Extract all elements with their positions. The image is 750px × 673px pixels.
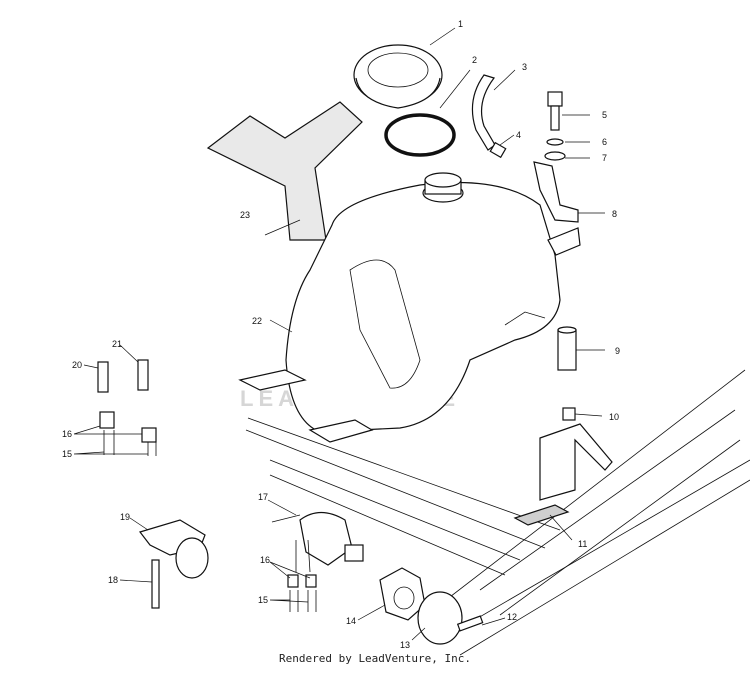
callout-8: 8 [612,209,617,219]
neck-assembly [379,567,484,645]
footer-credit: Rendered by LeadVenture, Inc. [278,652,472,665]
foam-pad [206,101,363,241]
callout-18: 18 [108,575,118,585]
callout-15b: 15 [258,595,268,605]
vent-hose [471,74,507,159]
lower-lines [287,574,317,612]
spacer [557,326,577,421]
callout-10: 10 [609,412,619,422]
callout-4: 4 [516,130,521,140]
o-ring [384,113,456,157]
callout-3: 3 [522,62,527,72]
fuel-tank [285,172,561,433]
tank-tabs [238,369,374,443]
callout-1: 1 [458,19,463,29]
callout-5: 5 [602,110,607,120]
callout-23: 23 [240,210,250,220]
callout-11: 11 [578,539,587,549]
mount-hardware [533,91,581,256]
callout-labels: 1 2 3 4 5 6 7 8 9 10 11 12 13 14 15 15 1… [62,19,620,650]
callout-14: 14 [346,616,356,626]
callout-15a: 15 [62,449,72,459]
fuel-valve [271,511,364,573]
frame-rails [245,369,750,656]
left-fittings [97,359,157,456]
callout-16b: 16 [260,555,270,565]
decal [513,504,570,526]
callout-2: 2 [472,55,477,65]
leader-lines [73,27,605,641]
callout-13: 13 [400,640,410,650]
callout-6: 6 [602,137,607,147]
callout-12: 12 [507,612,517,622]
frame-bracket [539,423,613,501]
callout-17: 17 [258,492,268,502]
gas-cap [353,44,443,109]
callout-16a: 16 [62,429,72,439]
callout-7: 7 [602,153,607,163]
clamp-bracket [138,519,209,609]
callout-20: 20 [72,360,82,370]
callout-22: 22 [252,316,262,326]
callout-19: 19 [120,512,130,522]
callout-21: 21 [112,339,122,349]
callout-9: 9 [615,346,620,356]
